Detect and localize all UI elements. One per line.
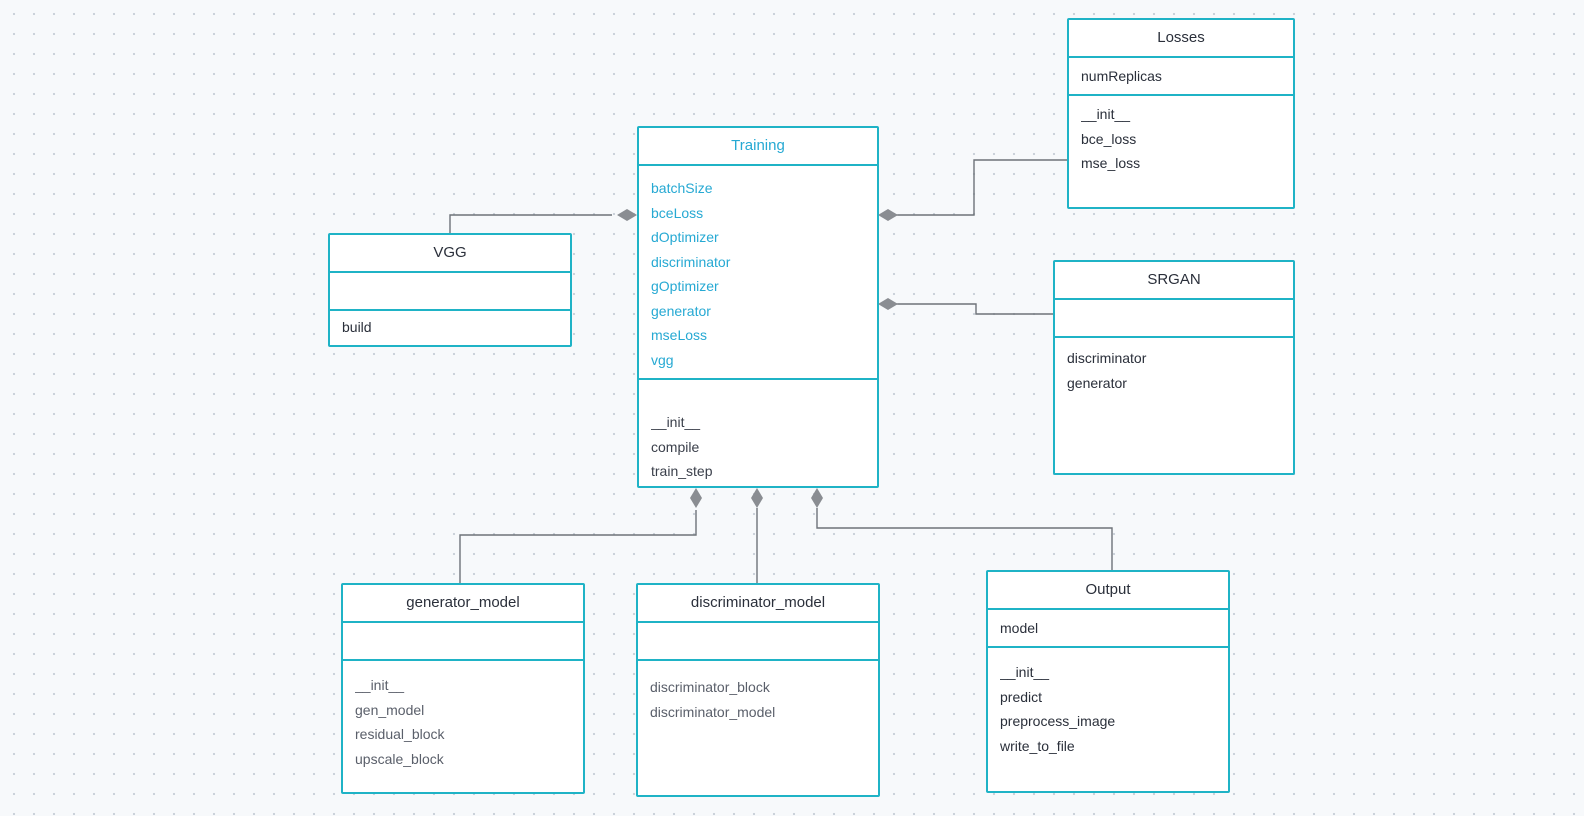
class-training[interactable]: Training batchSize bceLoss dOptimizer di… [637, 126, 879, 488]
class-name-generator-model: generator_model [343, 585, 583, 623]
method-init: __init__ [651, 414, 701, 430]
attribute-batchsize: batchSize [651, 180, 713, 196]
class-discriminator-model[interactable]: discriminator_model discriminator_block … [636, 583, 880, 797]
attributes-training: batchSize bceLoss dOptimizer discriminat… [639, 166, 877, 380]
method-preprocess-image: preprocess_image [1000, 713, 1116, 729]
attributes-discriminator-model [638, 623, 878, 661]
method-discriminator-model: discriminator_model [650, 703, 776, 720]
attributes-output: model [988, 610, 1228, 648]
method-train-step: train_step [651, 463, 713, 479]
attribute-vgg: vgg [651, 351, 674, 368]
method-mse-loss: mse_loss [1081, 155, 1141, 171]
method-init: __init__ [1081, 106, 1131, 122]
methods-losses: __init__ bce_loss mse_loss [1069, 96, 1293, 176]
connector-training-generator-model [459, 510, 697, 583]
connector-training-vgg [449, 214, 612, 233]
attribute-mseloss: mseLoss [651, 327, 708, 343]
methods-srgan: discriminator generator [1055, 338, 1293, 395]
method-init: __init__ [1000, 664, 1050, 680]
methods-vgg: build [330, 311, 570, 340]
composition-diamond-srgan [878, 298, 898, 310]
method-residual-block: residual_block [355, 726, 445, 742]
methods-output: __init__ predict preprocess_image write_… [988, 648, 1228, 758]
methods-generator-model: __init__ gen_model residual_block upscal… [343, 661, 583, 771]
class-name-losses: Losses [1069, 20, 1293, 58]
attribute-discriminator: discriminator [651, 253, 731, 270]
connector-training-output [816, 508, 1113, 570]
attributes-generator-model [343, 623, 583, 661]
composition-diamond-discriminator-model [751, 488, 763, 508]
method-build: build [342, 319, 372, 335]
composition-diamond-output [811, 488, 823, 508]
class-srgan[interactable]: SRGAN discriminator generator [1053, 260, 1295, 475]
attributes-srgan [1055, 300, 1293, 338]
attribute-doptimizer: dOptimizer [651, 229, 719, 245]
attribute-model: model [1000, 620, 1039, 636]
method-upscale-block: upscale_block [355, 750, 444, 767]
attribute-numreplicas: numReplicas [1081, 68, 1162, 84]
method-discriminator: discriminator [1067, 350, 1147, 366]
method-generator: generator [1067, 374, 1127, 391]
class-generator-model[interactable]: generator_model __init__ gen_model resid… [341, 583, 585, 794]
composition-diamond-generator-model [690, 488, 702, 508]
attributes-vgg [330, 273, 570, 311]
class-name-srgan: SRGAN [1055, 262, 1293, 300]
composition-diamond-vgg [617, 209, 637, 221]
connector-training-srgan [893, 303, 1053, 315]
methods-discriminator-model: discriminator_block discriminator_model [638, 661, 878, 724]
class-name-output: Output [988, 572, 1228, 610]
class-losses[interactable]: Losses numReplicas __init__ bce_loss mse… [1067, 18, 1295, 209]
method-init: __init__ [355, 677, 405, 693]
attribute-bceloss: bceLoss [651, 204, 704, 221]
class-name-training: Training [639, 128, 877, 166]
attribute-goptimizer: gOptimizer [651, 278, 719, 294]
method-discriminator-block: discriminator_block [650, 679, 770, 695]
attributes-losses: numReplicas [1069, 58, 1293, 96]
class-vgg[interactable]: VGG build [328, 233, 572, 347]
method-gen-model: gen_model [355, 701, 425, 718]
method-write-to-file: write_to_file [1000, 737, 1075, 754]
class-output[interactable]: Output model __init__ predict preprocess… [986, 570, 1230, 793]
method-predict: predict [1000, 688, 1043, 705]
class-name-discriminator-model: discriminator_model [638, 585, 878, 623]
attribute-generator: generator [651, 302, 711, 319]
connector-training-losses [893, 159, 1067, 216]
method-bce-loss: bce_loss [1081, 130, 1137, 147]
composition-diamond-losses [878, 209, 898, 221]
class-name-vgg: VGG [330, 235, 570, 273]
method-compile: compile [651, 438, 700, 455]
methods-training: __init__ compile train_step [639, 380, 877, 484]
